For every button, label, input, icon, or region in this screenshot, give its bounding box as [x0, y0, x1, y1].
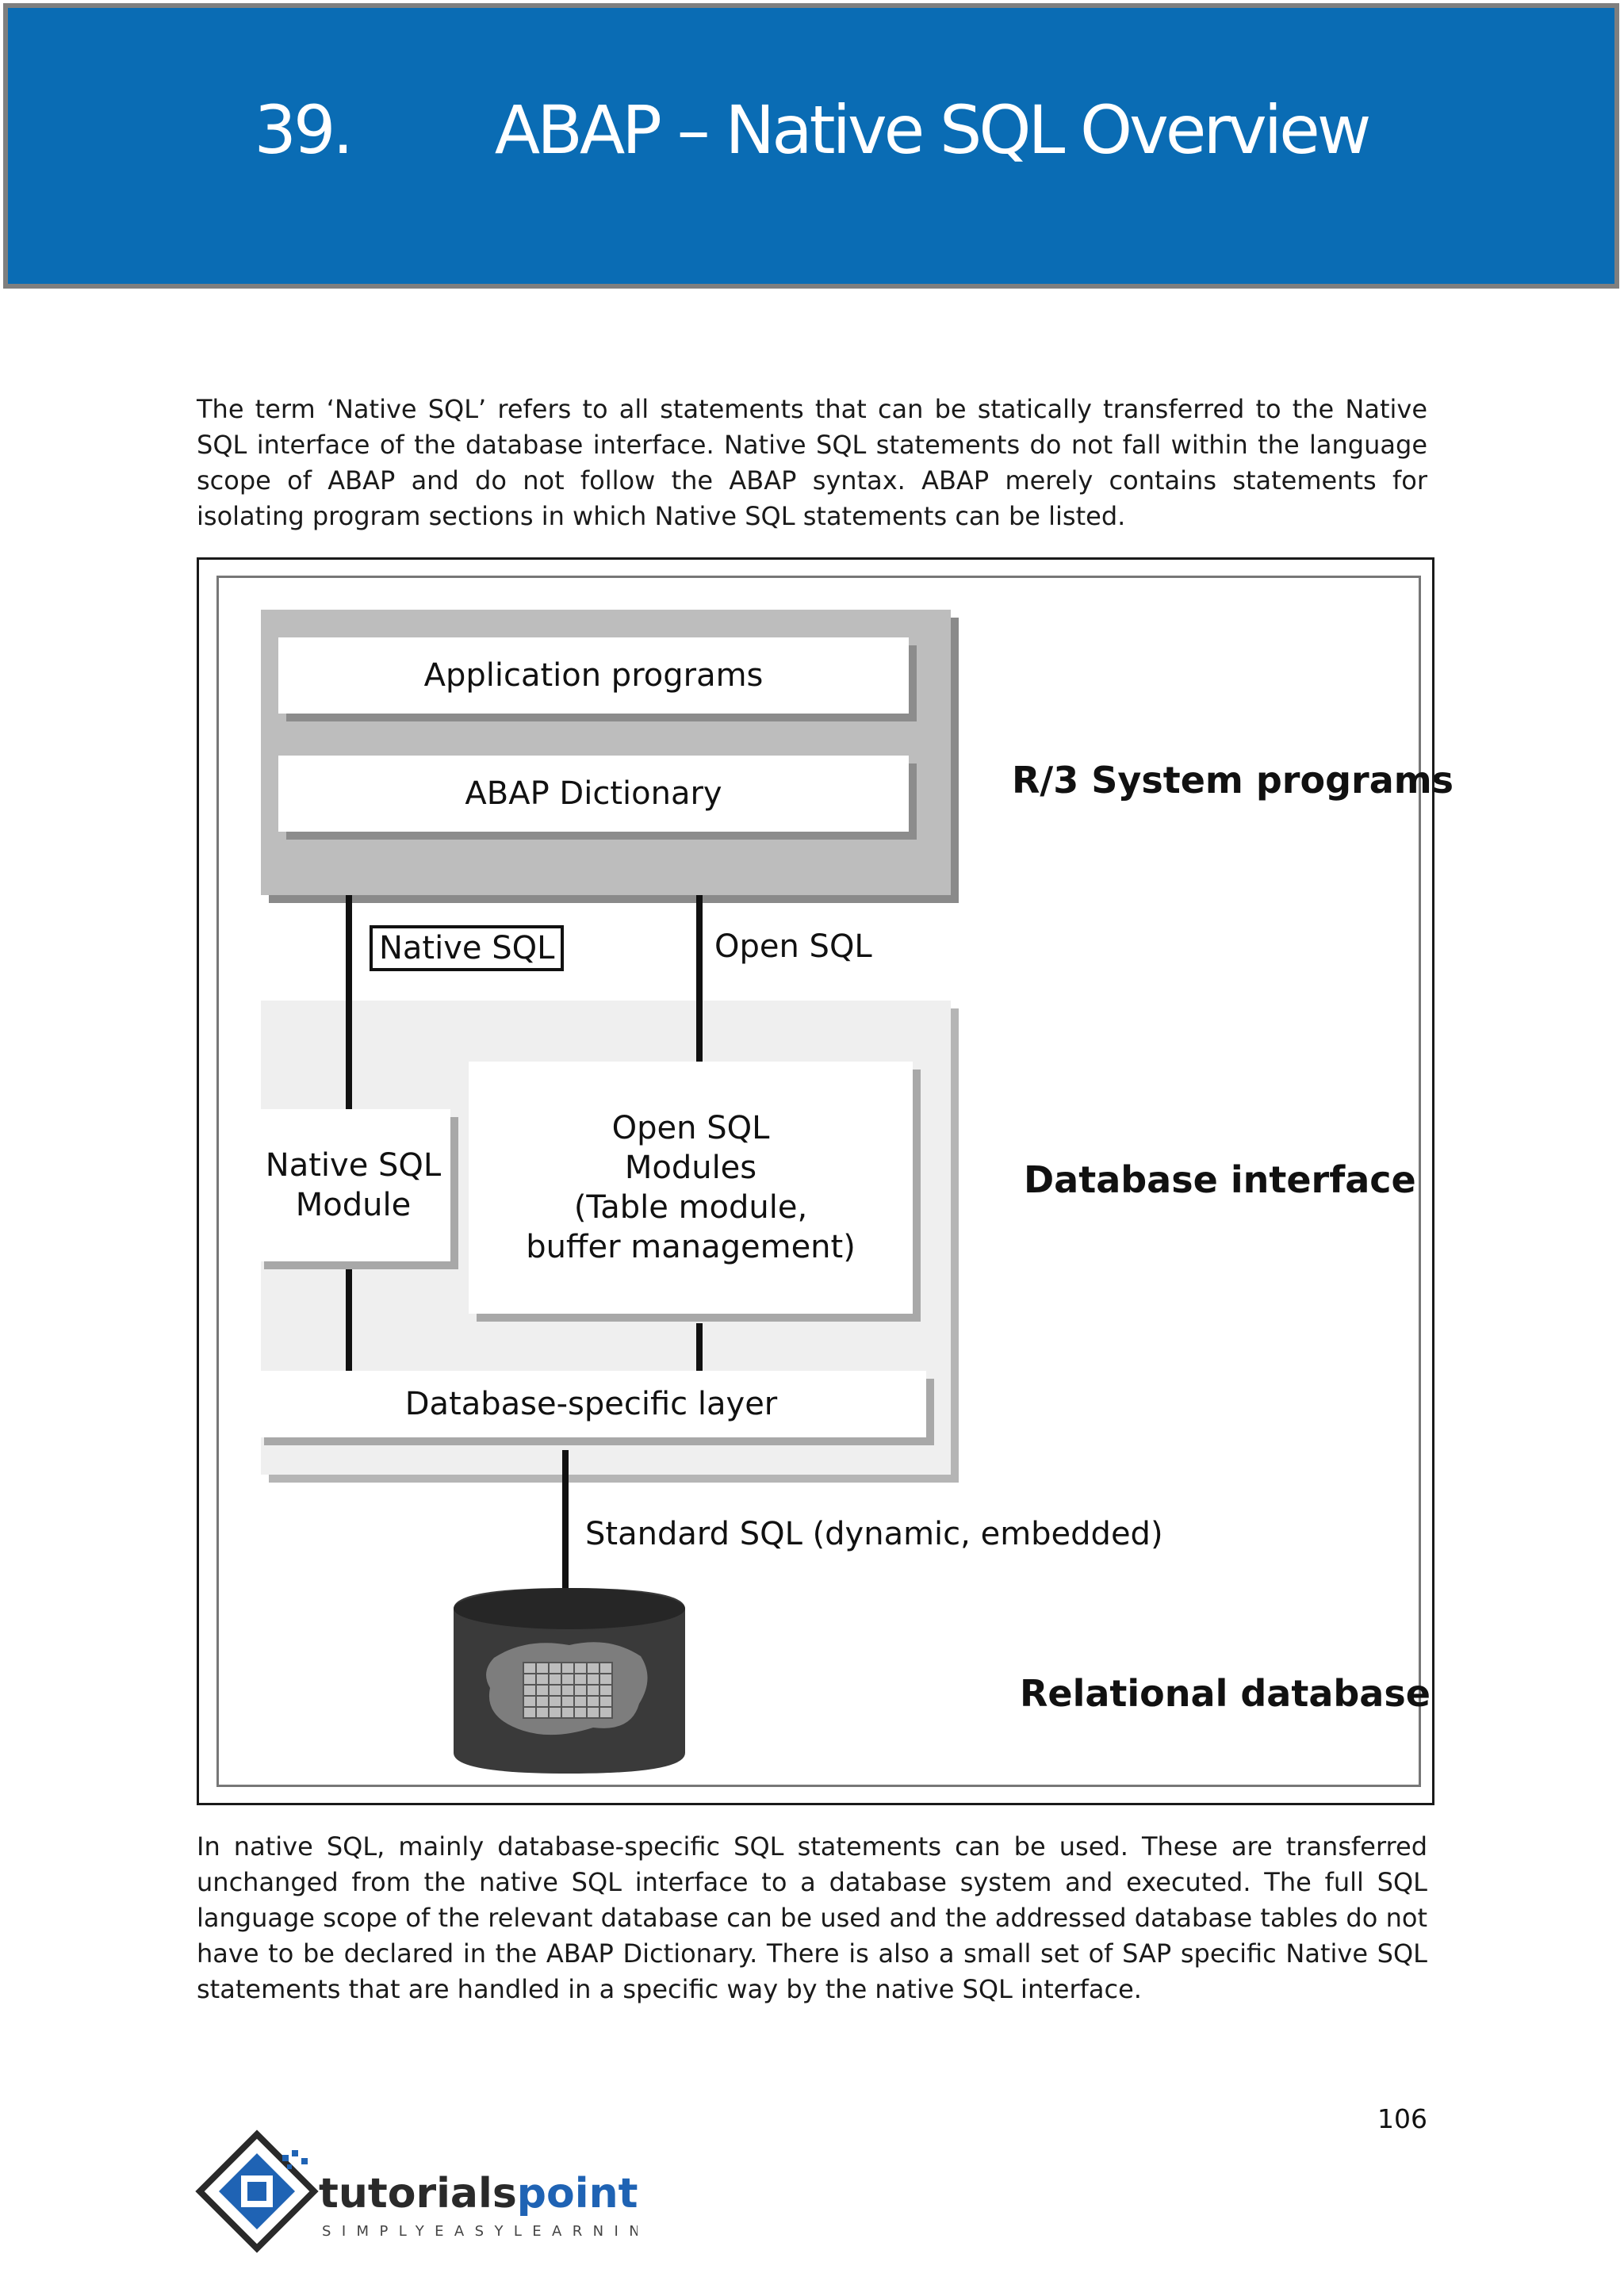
chapter-number: 39.: [254, 91, 354, 169]
diagram-inner-frame: Application programs ABAP Dictionary R/3…: [216, 576, 1454, 1787]
native-sql-connector-bottom: [346, 1268, 352, 1371]
body-paragraph: In native SQL, mainly database-specific …: [197, 1831, 1427, 2004]
database-specific-layer-box: Database-specific layer: [256, 1371, 926, 1437]
native-sql-module-label: Native SQL Module: [265, 1147, 442, 1223]
abap-dictionary-box: ABAP Dictionary: [278, 756, 909, 832]
open-sql-connector-label: Open SQL: [714, 928, 872, 965]
application-programs-label: Application programs: [423, 657, 764, 694]
open-sql-connector-top: [696, 895, 703, 1077]
standard-sql-connector: [562, 1450, 569, 1626]
native-sql-connector-label: Native SQL: [370, 925, 565, 971]
chapter-title-text: ABAP – Native SQL Overview: [494, 91, 1372, 169]
chapter-title: 39. ABAP – Native SQL Overview: [8, 91, 1614, 169]
database-interface-layer-label: Database interface: [1024, 1158, 1416, 1201]
svg-text:tutorialspoint: tutorialspoint: [319, 2170, 638, 2218]
application-programs-box: Application programs: [278, 637, 909, 714]
system-programs-layer-label: R/3 System programs: [1012, 759, 1454, 802]
open-sql-modules-label: Open SQL Modules (Table module, buffer m…: [526, 1110, 856, 1265]
architecture-diagram: Application programs ABAP Dictionary R/3…: [197, 557, 1454, 1805]
tutorialspoint-logo: tutorialspoint SIMPLYEASYLEARNING: [195, 2130, 638, 2253]
page-number: 106: [1377, 2103, 1427, 2134]
native-sql-module-box: Native SQL Module: [256, 1109, 450, 1261]
relational-database-layer-label: Relational database: [1020, 1672, 1431, 1715]
intro-paragraph: The term ‘Native SQL’ refers to all stat…: [197, 394, 1427, 531]
svg-text:SIMPLYEASYLEARNING: SIMPLYEASYLEARNING: [322, 2223, 638, 2240]
abap-dictionary-label: ABAP Dictionary: [465, 775, 722, 812]
database-specific-layer-label: Database-specific layer: [404, 1386, 778, 1422]
native-sql-connector-top: [346, 895, 352, 1121]
standard-sql-connector-label: Standard SQL (dynamic, embedded): [585, 1516, 1163, 1552]
open-sql-modules-box: Open SQL Modules (Table module, buffer m…: [469, 1062, 913, 1314]
open-sql-connector-bottom: [696, 1323, 703, 1371]
relational-database-icon: [454, 1588, 685, 1774]
chapter-banner: 39. ABAP – Native SQL Overview: [3, 3, 1619, 289]
